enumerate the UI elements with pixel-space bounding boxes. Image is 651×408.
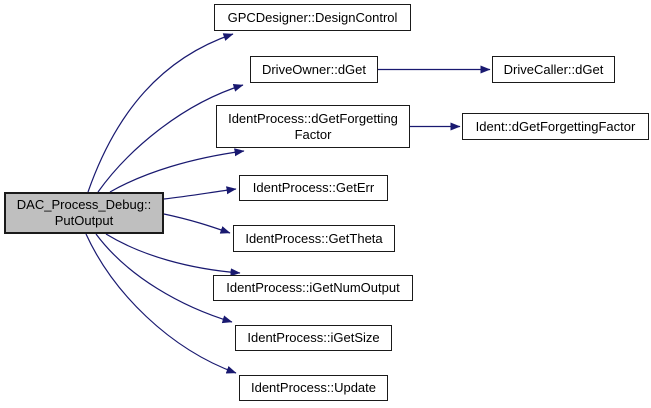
node-dac-process-debug-putoutput: DAC_Process_Debug:: PutOutput — [4, 192, 164, 234]
edge-putoutput-to-gettheta — [163, 213, 231, 234]
edge-putoutput-to-dgetforgettingfactor — [109, 148, 245, 193]
node-label: Ident::dGetForgettingFactor — [475, 118, 636, 134]
edge-putoutput-to-driveowner-dget — [97, 84, 244, 193]
node-label: GPCDesigner::DesignControl — [227, 9, 398, 25]
edge-putoutput-to-igetnumoutput — [105, 233, 241, 277]
node-identprocess-igetsize[interactable]: IdentProcess::iGetSize — [235, 325, 392, 351]
node-label: IdentProcess::dGetForgetting — [228, 110, 398, 126]
node-label: PutOutput — [54, 213, 114, 228]
node-identprocess-dgetforgettingfactor[interactable]: IdentProcess::dGetForgetting Factor — [216, 105, 410, 148]
node-ident-dgetforgettingfactor[interactable]: Ident::dGetForgettingFactor — [462, 113, 649, 140]
node-label: Factor — [294, 126, 332, 142]
node-identprocess-gettheta[interactable]: IdentProcess::GetTheta — [233, 225, 395, 252]
node-label: DriveCaller::dGet — [503, 61, 604, 77]
node-label: IdentProcess::Update — [250, 380, 377, 395]
node-label: DAC_Process_Debug:: — [16, 197, 152, 212]
node-identprocess-geterr[interactable]: IdentProcess::GetErr — [239, 175, 388, 201]
node-gpcdesigner-designcontrol[interactable]: GPCDesigner::DesignControl — [214, 4, 411, 31]
node-label: IdentProcess::iGetNumOutput — [226, 280, 400, 295]
node-label: IdentProcess::GetErr — [252, 180, 375, 195]
edge-putoutput-to-update — [85, 233, 237, 374]
edge-putoutput-to-designcontrol — [87, 33, 234, 193]
edge-putoutput-to-geterr — [163, 186, 237, 200]
node-label: IdentProcess::iGetSize — [247, 330, 380, 345]
node-drivecaller-dget[interactable]: DriveCaller::dGet — [492, 56, 615, 83]
node-label: DriveOwner::dGet — [261, 61, 367, 77]
node-identprocess-igetnumoutput[interactable]: IdentProcess::iGetNumOutput — [213, 275, 413, 301]
node-identprocess-update[interactable]: IdentProcess::Update — [239, 375, 388, 401]
edge-putoutput-to-igetsize — [95, 233, 233, 324]
node-driveowner-dget[interactable]: DriveOwner::dGet — [250, 56, 378, 83]
node-label: IdentProcess::GetTheta — [245, 230, 383, 246]
